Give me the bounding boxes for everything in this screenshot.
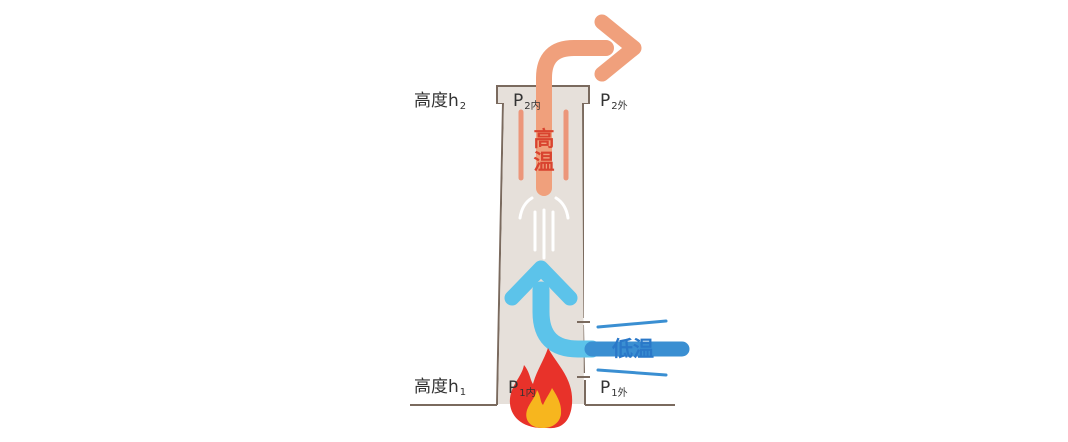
p2-inside-main: P <box>513 91 524 111</box>
p2-inside-sub: 2内 <box>524 101 541 112</box>
hot-air-arrowhead <box>594 14 642 82</box>
height-bottom-main: 高度h <box>414 377 459 397</box>
p1-inside-main: P <box>508 378 519 398</box>
cold-air-arrow-shaft <box>532 281 601 358</box>
fire-icon <box>509 348 573 429</box>
p1-outside-sub: 1外 <box>611 388 628 399</box>
hot-label-char: 高 <box>533 127 555 151</box>
p1-inside-sub: 1内 <box>519 388 536 399</box>
cold-air-arrowhead <box>504 260 578 306</box>
draft-lines <box>518 196 570 260</box>
cold-stream-bottom <box>596 368 668 377</box>
cold-temperature-label: 低温 <box>612 337 654 361</box>
hot-label-char: 温 <box>533 150 555 174</box>
p2-outside-label: P2外 <box>600 93 628 112</box>
p2-outside-sub: 2外 <box>611 101 628 112</box>
hot-air-arrow-shaft <box>536 40 614 196</box>
p2-inside-label: P2内 <box>513 93 541 112</box>
p1-inside-label: P1内 <box>508 380 536 399</box>
height-bottom-sub: 1 <box>459 387 467 398</box>
height-top-label: 高度h2 <box>414 93 466 112</box>
p1-outside-label: P1外 <box>600 380 628 399</box>
height-top-sub: 2 <box>459 101 467 112</box>
p1-outside-main: P <box>600 378 611 398</box>
hot-temperature-label: 高温 <box>532 128 556 174</box>
p2-outside-main: P <box>600 91 611 111</box>
height-bottom-label: 高度h1 <box>414 379 466 398</box>
height-top-main: 高度h <box>414 91 459 111</box>
cold-stream-top <box>596 319 668 329</box>
